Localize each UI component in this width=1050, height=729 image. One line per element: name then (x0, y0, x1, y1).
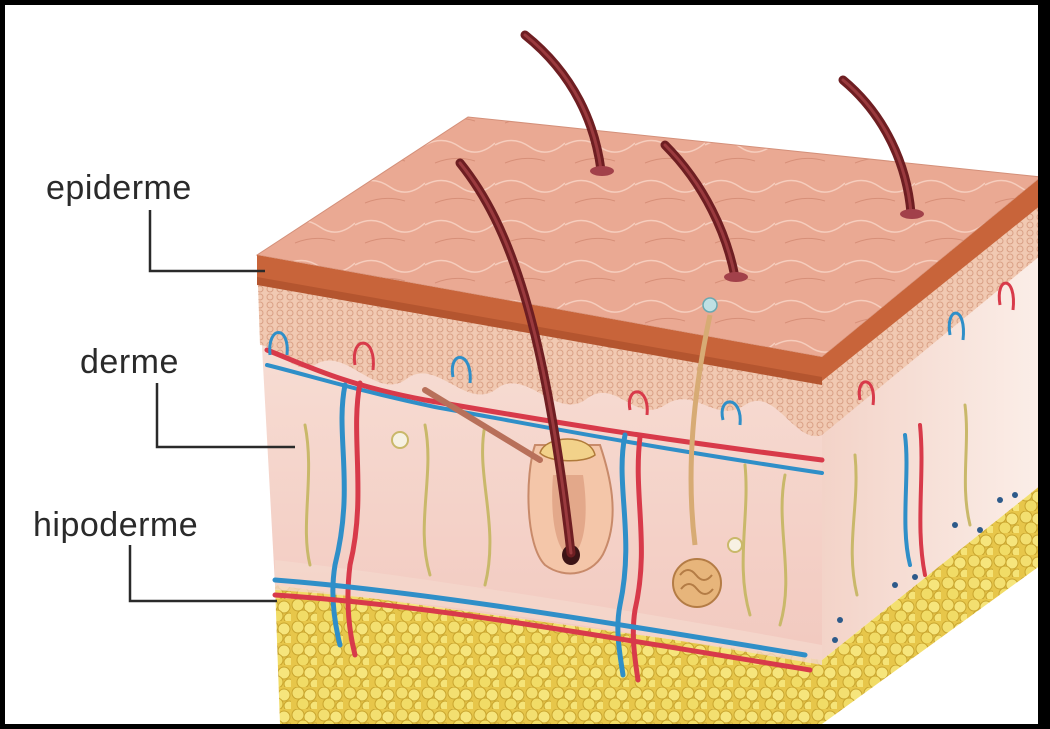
dermis-label: derme (80, 345, 179, 379)
epidermis-label: epiderme (46, 171, 192, 205)
hipoderme-leader-line (130, 545, 277, 601)
epiderme-leader-line (150, 210, 265, 271)
hypodermis-label: hipoderme (33, 508, 198, 542)
sensory-receptor (392, 432, 408, 448)
sensory-receptor (728, 538, 742, 552)
